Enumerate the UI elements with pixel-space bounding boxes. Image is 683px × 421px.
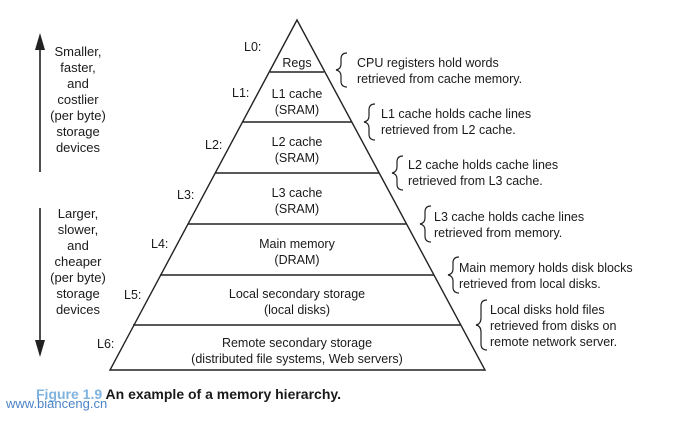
tier-local-storage: Local secondary storage (local disks) — [229, 286, 365, 318]
description-l2: L2 cache holds cache lines retrieved fro… — [408, 157, 558, 189]
tier-regs: Regs — [282, 55, 311, 71]
caption-text: An example of a memory hierarchy. — [105, 386, 342, 402]
figure-number: Figure 1.9 — [36, 386, 103, 402]
level-label: L4: — [151, 237, 169, 251]
level-label: L3: — [177, 188, 195, 202]
level-label: L2: — [205, 138, 223, 152]
description-line: Local disks hold files — [490, 303, 605, 317]
description-line: retrieved from cache memory. — [357, 72, 523, 86]
tier-name: Remote secondary storage — [221, 336, 373, 350]
description-l5: Local disks hold files retrieved from di… — [490, 302, 617, 350]
description-line: L3 cache holds cache lines — [434, 210, 585, 224]
tier-subname: (SRAM) — [274, 202, 320, 216]
tier-subname: (SRAM) — [274, 103, 320, 117]
tier-name: L1 cache — [271, 87, 323, 101]
tier-name: Regs — [282, 56, 312, 70]
description-l0: CPU registers hold words retrieved from … — [357, 55, 522, 87]
tier-subname: (distributed file systems, Web servers) — [191, 352, 403, 366]
side-label-line: faster, — [60, 60, 96, 75]
watermark: www.bianceng.cn — [6, 396, 108, 411]
figure-caption: Figure 1.9 An example of a memory hierar… — [36, 386, 341, 402]
side-label-line: devices — [55, 302, 101, 317]
brace — [335, 52, 348, 88]
side-label-line: Smaller, — [54, 44, 102, 59]
level-label: L1: — [232, 86, 250, 100]
description-l1: L1 cache holds cache lines retrieved fro… — [381, 106, 531, 138]
tier-name: L3 cache — [271, 186, 323, 200]
side-label-line: (per byte) — [50, 108, 106, 123]
brace — [419, 205, 432, 243]
side-label-line: slower, — [57, 222, 99, 237]
level-label: L0: — [244, 40, 262, 54]
brace — [475, 299, 488, 351]
tier-subname: (DRAM) — [274, 253, 320, 267]
description-line: CPU registers hold words — [357, 56, 499, 70]
side-label-line: (per byte) — [50, 270, 106, 285]
tier-subname: (local disks) — [263, 303, 330, 317]
level-label: L5: — [124, 288, 142, 302]
description-l4: Main memory holds disk blocks retrieved … — [459, 260, 633, 292]
side-label-line: Larger, — [57, 206, 99, 221]
tier-name: Main memory — [259, 237, 335, 251]
description-line: L1 cache holds cache lines — [381, 107, 532, 121]
tier-l3-cache: L3 cache (SRAM) — [272, 185, 323, 217]
brace — [391, 155, 404, 191]
brace — [447, 256, 460, 294]
side-label-line: devices — [55, 140, 101, 155]
pyramid-outline — [108, 18, 487, 371]
tier-l2-cache: L2 cache (SRAM) — [272, 134, 323, 166]
description-l3: L3 cache holds cache lines retrieved fro… — [434, 209, 584, 241]
side-label-line: storage — [56, 286, 100, 301]
side-label-line: costlier — [57, 92, 99, 107]
description-line: retrieved from local disks. — [459, 277, 601, 291]
side-label-line: and — [67, 76, 89, 91]
bottom-side-label: Larger, slower, and cheaper (per byte) s… — [50, 206, 106, 318]
description-line: L2 cache holds cache lines — [408, 158, 559, 172]
tier-name: Local secondary storage — [228, 287, 366, 301]
side-label-line: storage — [56, 124, 100, 139]
tier-main-memory: Main memory (DRAM) — [259, 236, 335, 268]
brace — [363, 103, 376, 141]
description-line: remote network server. — [490, 335, 618, 349]
level-label: L6: — [97, 337, 115, 351]
side-label-line: cheaper — [54, 254, 102, 269]
down-arrow — [35, 208, 45, 357]
tier-remote-storage: Remote secondary storage (distributed fi… — [191, 335, 403, 367]
tier-l1-cache: L1 cache (SRAM) — [272, 86, 323, 118]
top-side-label: Smaller, faster, and costlier (per byte)… — [50, 44, 106, 156]
description-line: retrieved from L3 cache. — [408, 174, 543, 188]
up-arrow — [35, 33, 45, 172]
tier-subname: (SRAM) — [274, 151, 320, 165]
tier-name: L2 cache — [271, 135, 323, 149]
description-line: retrieved from L2 cache. — [381, 123, 516, 137]
description-line: Main memory holds disk blocks — [459, 261, 633, 275]
description-line: retrieved from memory. — [434, 226, 563, 240]
description-line: retrieved from disks on — [490, 319, 617, 333]
side-label-line: and — [67, 238, 89, 253]
